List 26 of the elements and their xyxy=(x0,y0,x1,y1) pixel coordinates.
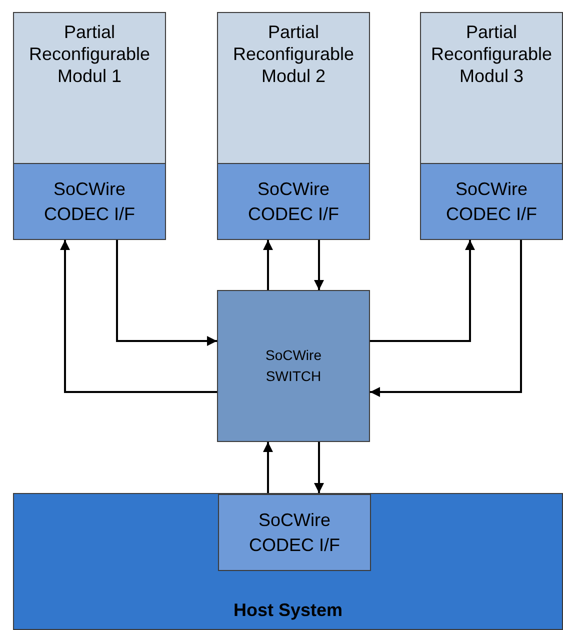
arrow xyxy=(116,240,217,346)
host-system-panel xyxy=(13,493,563,630)
codec-box xyxy=(13,163,166,240)
codec-box xyxy=(217,163,370,240)
arrow xyxy=(314,442,324,493)
switch-box xyxy=(217,290,370,442)
arrow xyxy=(370,240,522,397)
arrow xyxy=(263,240,273,290)
host-system-label: Host System xyxy=(233,599,343,621)
module-label: Partial Reconfigurable Modul 2 xyxy=(232,21,356,87)
codec-label: SoCWire CODEC I/F xyxy=(246,178,340,226)
module-label: Partial Reconfigurable Modul 3 xyxy=(430,21,554,87)
module-label: Partial Reconfigurable Modul 1 xyxy=(28,21,152,87)
arrow xyxy=(314,240,324,290)
arrow xyxy=(263,442,273,493)
codec-label: SoCWire CODEC I/F xyxy=(248,508,341,556)
arrow xyxy=(60,240,217,393)
module-box xyxy=(420,12,563,164)
codec-box xyxy=(218,494,371,571)
arrow xyxy=(370,240,475,342)
switch-label: SoCWire SWITCH xyxy=(264,346,322,386)
module-box xyxy=(217,12,370,164)
module-box xyxy=(13,12,166,164)
codec-label: SoCWire CODEC I/F xyxy=(42,178,136,226)
codec-label: SoCWire CODEC I/F xyxy=(444,178,538,226)
codec-box xyxy=(420,163,563,240)
